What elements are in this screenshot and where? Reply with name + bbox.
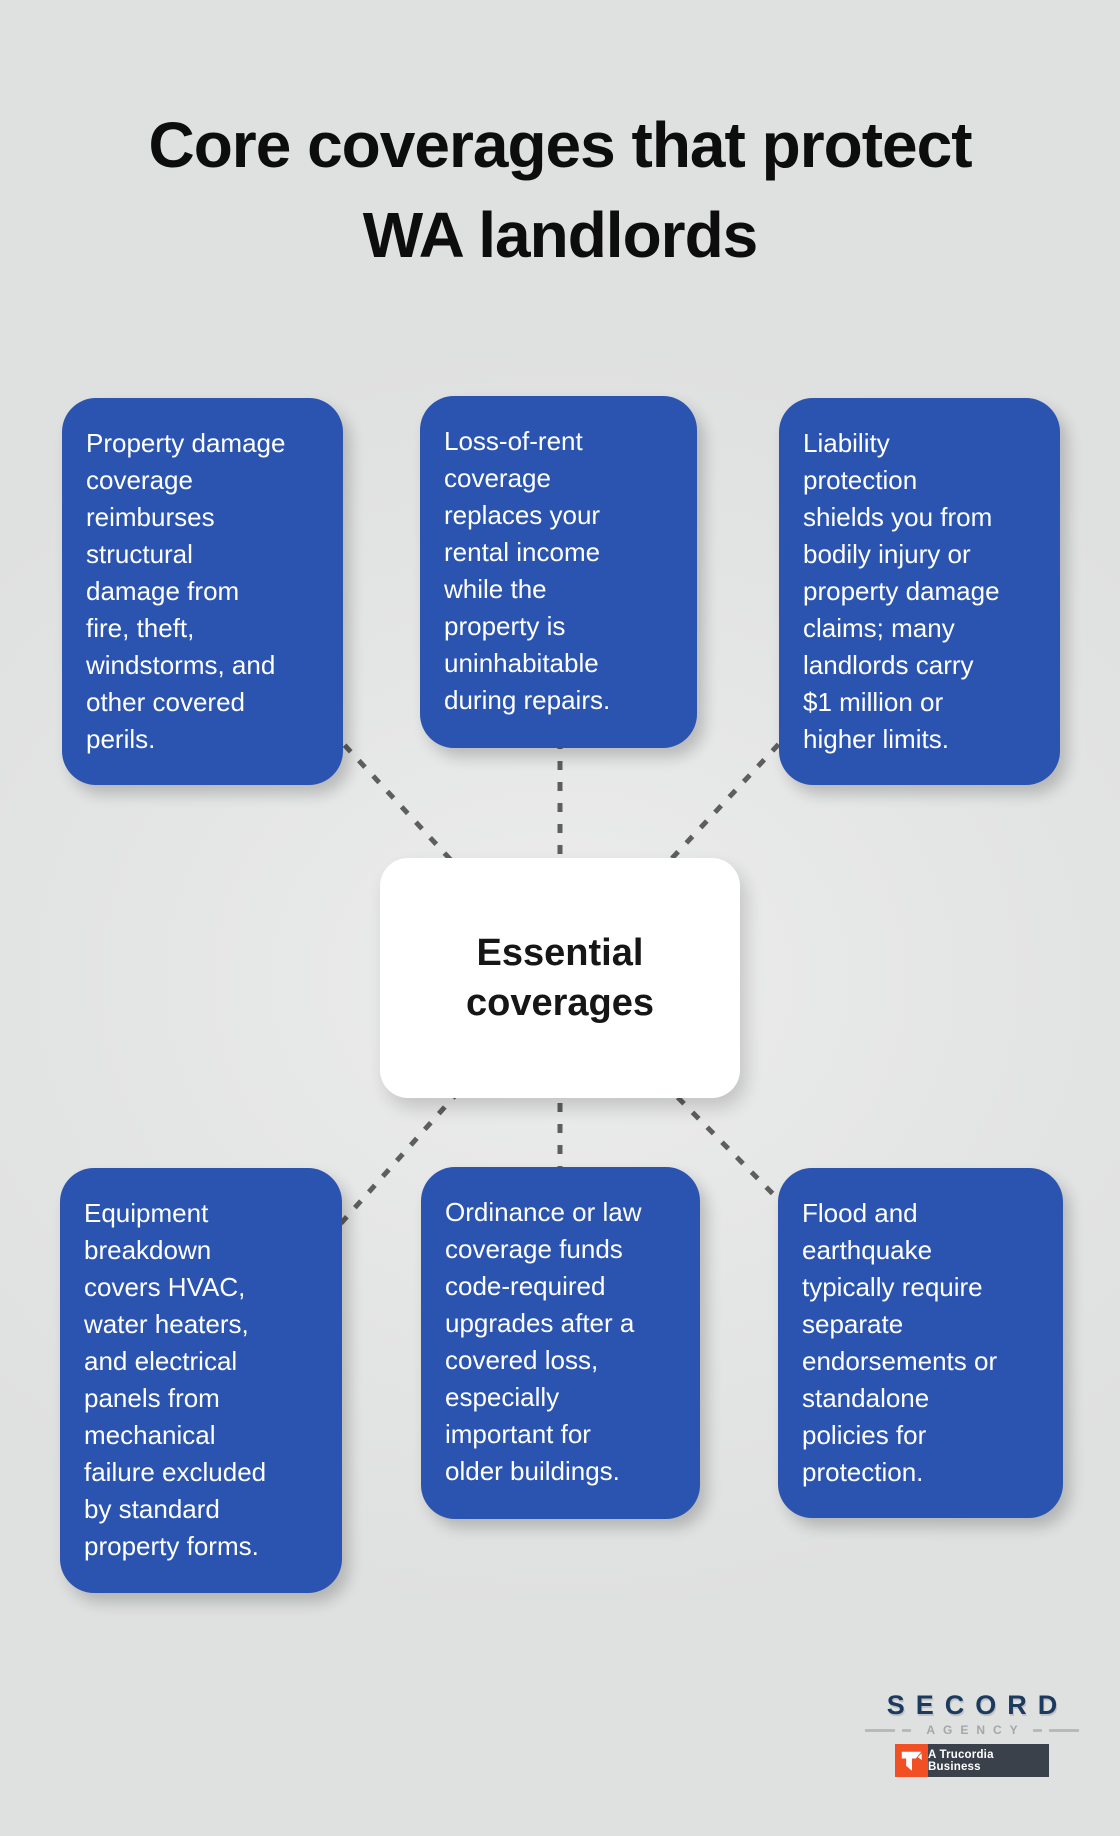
coverage-card-loss-of-rent: Loss-of-rent coverage replaces your rent… [420, 396, 697, 748]
tagline-rule-right-short [1032, 1728, 1042, 1732]
secord-logo: SECORD AGENCY A Trucordia Business [822, 1690, 1120, 1777]
page-title: Core coverages that protect WA landlords [148, 109, 972, 271]
coverage-card-ordinance-law: Ordinance or law coverage funds code-req… [421, 1167, 700, 1519]
secord-wordmark: SECORD [886, 1690, 1069, 1720]
agency-tagline: AGENCY [926, 1723, 1026, 1737]
trucordia-badge-label: A Trucordia Business [928, 1744, 1049, 1777]
agency-tagline-row: AGENCY [865, 1723, 1079, 1737]
tagline-rule-left-short [902, 1728, 912, 1732]
trucordia-badge: A Trucordia Business [895, 1744, 1049, 1777]
tagline-rule-right-long [1048, 1728, 1079, 1732]
hub-node-essential-coverages: Essential coverages [380, 858, 740, 1098]
coverage-card-liability: Liability protection shields you from bo… [779, 398, 1060, 785]
trucordia-t-icon [895, 1744, 928, 1777]
tagline-rule-left-long [865, 1728, 896, 1732]
coverage-card-flood-earthquake: Flood and earthquake typically require s… [778, 1168, 1063, 1518]
coverage-card-property-damage: Property damage coverage reimburses stru… [62, 398, 343, 785]
coverage-card-equipment-breakdown: Equipment breakdown covers HVAC, water h… [60, 1168, 342, 1593]
